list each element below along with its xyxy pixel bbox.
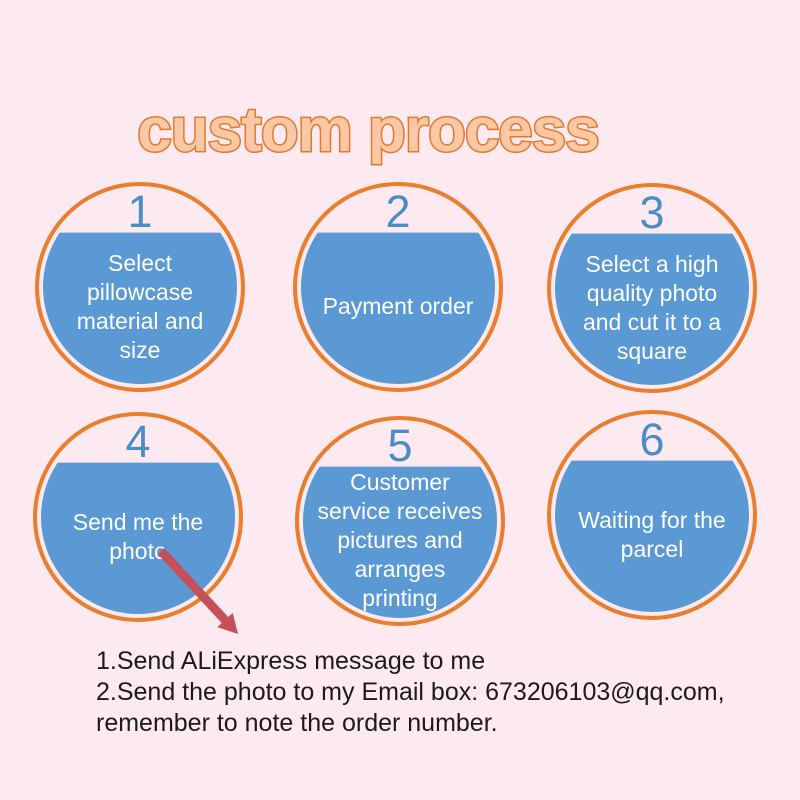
step-bubble: Payment order (301, 232, 495, 384)
page-title: custom process (136, 96, 602, 165)
step-number: 5 (387, 420, 413, 471)
step-bubble: Select a high quality photo and cut it t… (555, 233, 749, 385)
step-number: 2 (385, 186, 411, 237)
step-text: Select pillowcase material and size (76, 249, 204, 363)
step-number: 4 (125, 416, 151, 467)
step-number: 3 (639, 187, 665, 238)
step-text: Select a high quality photo and cut it t… (582, 250, 722, 364)
instruction-line-2: 2.Send the photo to my Email box: 673206… (96, 678, 725, 706)
step-circle-2: 2 Payment order (293, 182, 503, 392)
step-number: 6 (639, 414, 665, 465)
instruction-line-1: 1.Send ALiExpress message to me (96, 647, 486, 675)
instructions-text: 1.Send ALiExpress message to me 2.Send t… (96, 646, 725, 739)
step-circle-5: 5 Customer service receives pictures and… (295, 416, 505, 626)
step-text: Send me the photo (72, 508, 204, 564)
step-circle-6: 6 Waiting for the parcel (547, 410, 757, 620)
step-circle-3: 3 Select a high quality photo and cut it… (547, 183, 757, 393)
step-number: 1 (127, 186, 153, 237)
step-bubble: Waiting for the parcel (555, 460, 749, 612)
step-bubble: Select pillowcase material and size (43, 232, 237, 384)
step-circle-1: 1 Select pillowcase material and size (35, 182, 245, 392)
step-circle-4: 4 Send me the photo (33, 412, 243, 622)
step-text: Customer service receives pictures and a… (317, 469, 483, 611)
step-text: Waiting for the parcel (578, 506, 726, 562)
instruction-line-3: remember to note the order number. (96, 709, 498, 737)
step-bubble: Customer service receives pictures and a… (303, 466, 497, 618)
step-text: Payment order (322, 293, 474, 319)
